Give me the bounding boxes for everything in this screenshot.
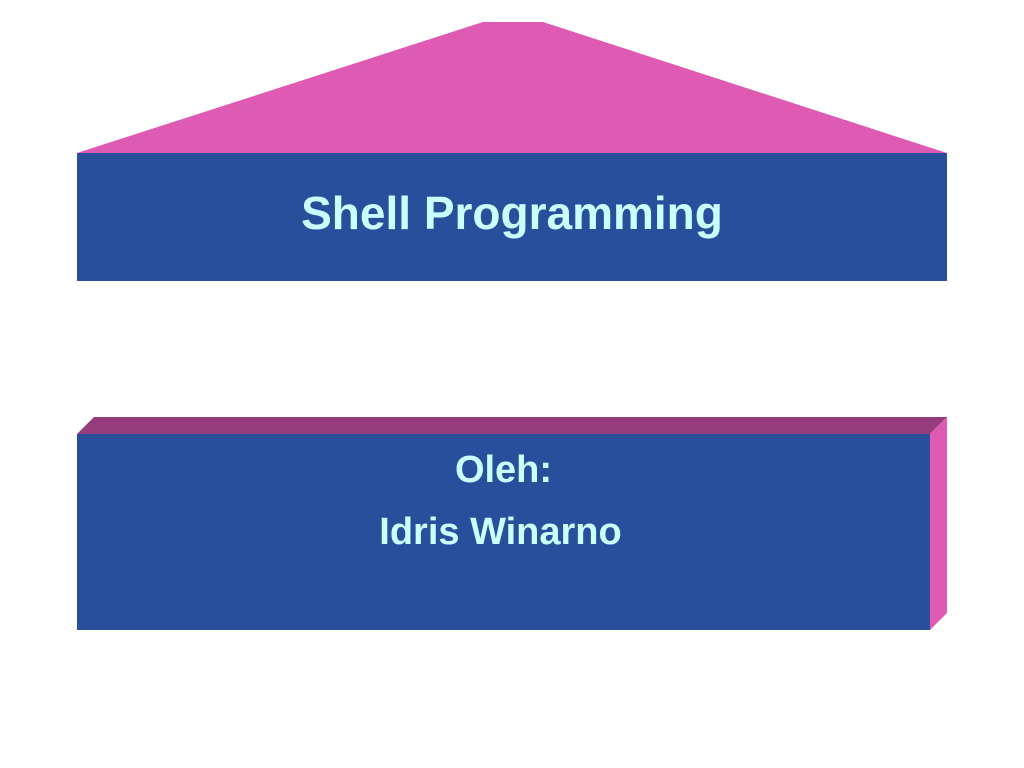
author-name: Idris Winarno <box>379 511 622 553</box>
author-label: Oleh: <box>454 449 553 491</box>
roof-triangle <box>77 22 947 153</box>
author-box-top-face <box>77 417 947 434</box>
author-box-side-face <box>930 417 947 630</box>
slide-title: Shell Programming <box>301 187 723 239</box>
roof-shape <box>77 22 947 153</box>
title-band: Shell Programming <box>77 153 947 281</box>
author-box: Oleh: Idris Winarno <box>77 434 930 630</box>
